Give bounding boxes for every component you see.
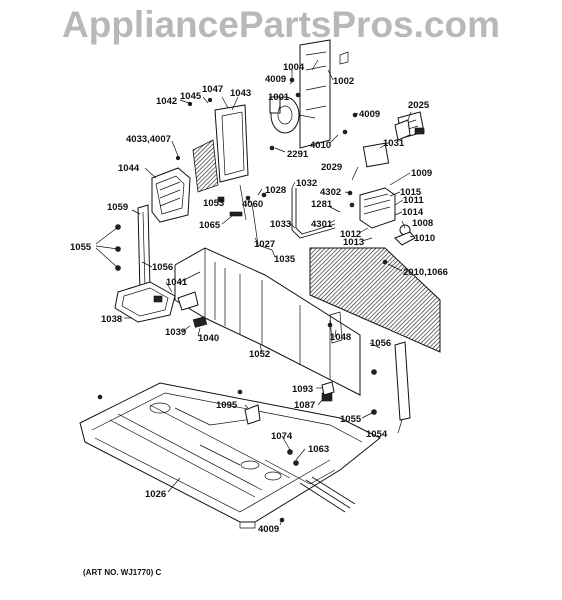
callout-1074: 1074 [271,431,293,442]
callout-1031: 1031 [383,138,405,149]
filter-mesh-1042 [192,139,219,193]
motor-1001 [269,39,349,149]
tubing-1033 [239,184,336,251]
callout-4009-right: 4009 [359,109,380,120]
bracket-1054 [394,341,411,421]
filter-box-1044 [151,167,191,223]
callout-1032: 1032 [296,178,317,189]
callout-1039: 1039 [165,327,186,338]
callout-1055-left: 1055 [70,242,92,253]
callout-4301: 4301 [311,219,333,230]
callout-labels: 1004 1002 4009 1001 4009 2025 1042 1045 … [70,62,448,577]
callout-1047: 1047 [202,84,223,95]
callout-4060: 4060 [242,199,263,210]
sensor-2025 [394,119,425,141]
callout-1035: 1035 [274,254,296,265]
callout-1041: 1041 [166,277,188,288]
callout-1001: 1001 [268,92,290,103]
callout-1013: 1013 [343,237,364,248]
callout-1095: 1095 [216,400,238,411]
callout-1027: 1027 [254,239,275,250]
callout-1054: 1054 [366,429,388,440]
callout-1009: 1009 [411,168,432,179]
callout-4302: 4302 [320,187,341,198]
callout-1048: 1048 [330,332,351,343]
callout-2025: 2025 [408,100,430,111]
base-pan-1026 [79,382,381,529]
callout-2291: 2291 [287,149,309,160]
callout-4010: 4010 [310,140,331,151]
grille-panel-2010 [309,247,441,353]
callout-1010: 1010 [414,233,435,244]
callout-1004: 1004 [283,62,305,73]
drain-tray-1038 [114,281,199,323]
callout-1028: 1028 [265,185,286,196]
callout-1055-right: 1055 [340,414,362,425]
callout-1040: 1040 [198,333,219,344]
callout-1087: 1087 [294,400,315,411]
callout-1052: 1052 [249,349,270,360]
callout-1063: 1063 [308,444,329,455]
connector-1040 [192,316,208,328]
callout-1053: 1053 [203,198,224,209]
callout-1044: 1044 [118,163,140,174]
fasteners [97,77,388,523]
callout-1033: 1033 [270,219,291,230]
callout-1043: 1043 [230,88,251,99]
callout-1002: 1002 [333,76,354,87]
callout-2010-1066: 2010,1066 [403,267,448,278]
callout-1014: 1014 [402,207,424,218]
filter-frame-1043 [214,104,249,183]
callout-1015: 1015 [400,187,422,198]
watermark-text: AppliancePartsPros.com [62,4,500,45]
callout-1093: 1093 [292,384,313,395]
callout-2029: 2029 [321,162,342,173]
callout-1056-right: 1056 [370,338,391,349]
callout-1011: 1011 [403,195,424,206]
bracket-1059 [137,204,151,294]
callout-1056-left: 1056 [152,262,173,273]
callout-1026: 1026 [145,489,166,500]
callout-1059: 1059 [107,202,128,213]
callout-1045: 1045 [180,91,202,102]
callout-4009-top: 4009 [265,74,286,85]
leader-lines [95,59,414,526]
callout-1012: 1012 [340,229,361,240]
callout-4009-bottom: 4009 [258,524,279,535]
callout-1008: 1008 [412,218,433,229]
art-number: (ART NO. WJ1770) C [83,568,161,577]
callout-1281: 1281 [311,199,333,210]
callout-1065: 1065 [199,220,221,231]
callout-1038: 1038 [101,314,122,325]
callout-4033-4007: 4033,4007 [126,134,171,145]
callout-1042: 1042 [156,96,177,107]
